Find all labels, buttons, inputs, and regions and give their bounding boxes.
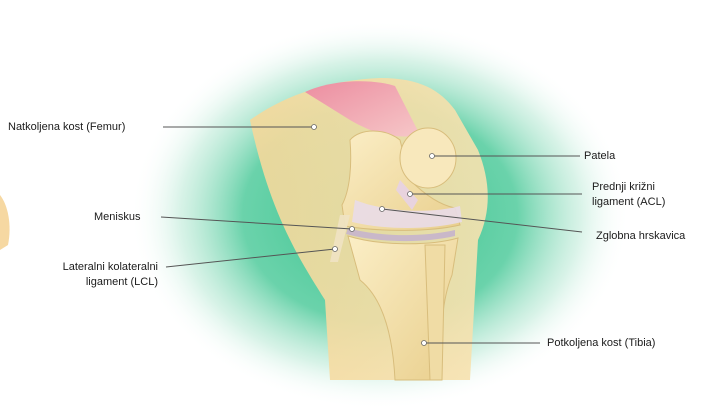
dot-acl [408,192,413,197]
dot-lcl [333,247,338,252]
dot-femur [312,125,317,130]
label-acl-line1: Prednji križni [592,180,655,194]
dot-cartilage [380,207,385,212]
dot-patella [430,154,435,159]
label-cartilage: Zglobna hrskavica [596,229,685,243]
label-lcl-line2: ligament (LCL) [0,275,158,289]
label-lcl-line1: Lateralni kolateralni [0,260,158,274]
leg-edge [0,195,10,250]
label-meniscus: Meniskus [94,210,140,224]
dot-meniscus [350,227,355,232]
label-tibia: Potkoljena kost (Tibia) [547,336,655,350]
patella-bone [400,128,456,188]
label-patella: Patela [584,149,615,163]
label-femur: Natkoljena kost (Femur) [8,120,125,134]
dot-tibia [422,341,427,346]
label-acl-line2: ligament (ACL) [592,195,665,209]
